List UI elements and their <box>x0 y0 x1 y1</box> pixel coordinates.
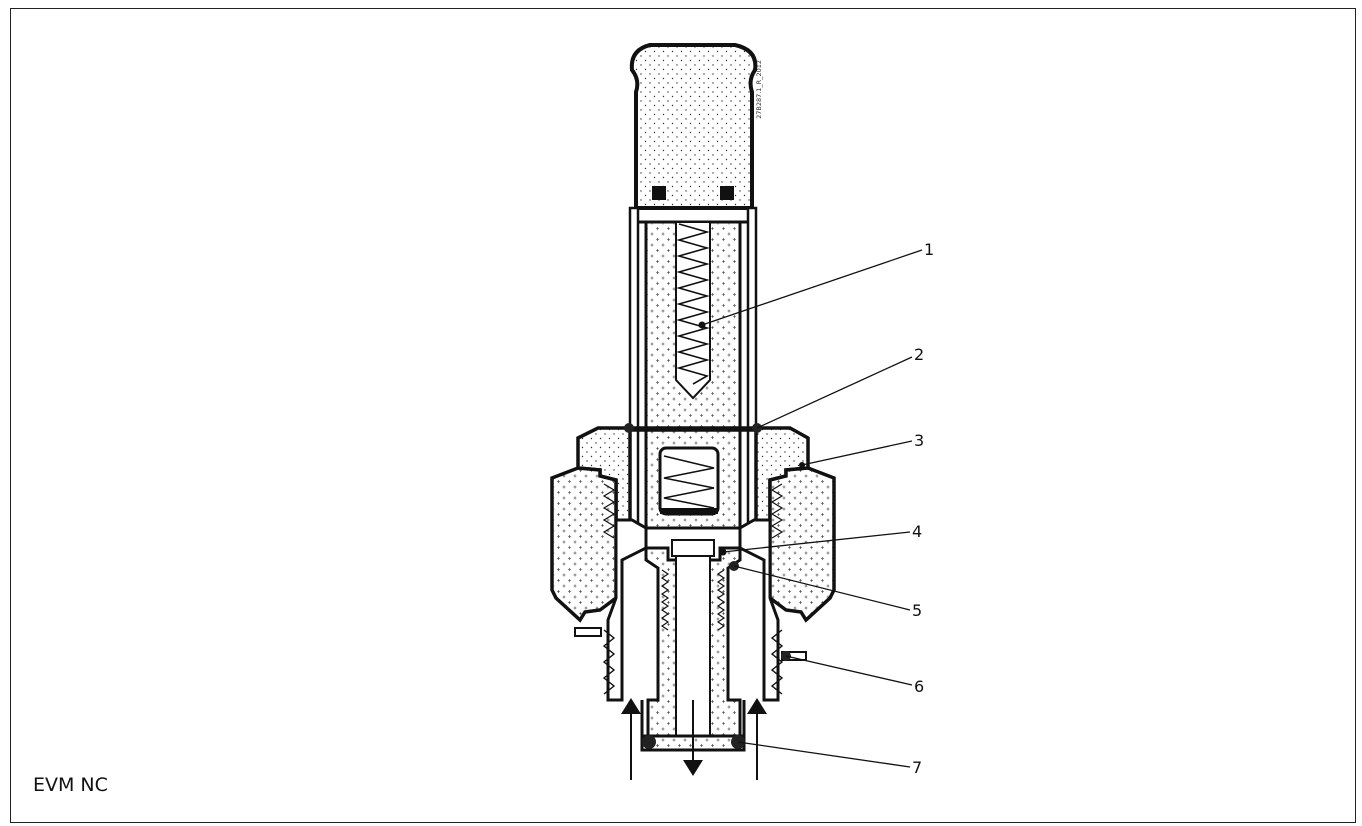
top-tab <box>0 0 285 8</box>
armature-tube-cap <box>629 43 758 224</box>
callout-5: 5 <box>912 601 922 620</box>
coupling-nut-left <box>550 466 618 623</box>
callout-6: 6 <box>914 677 924 696</box>
armature <box>644 220 742 530</box>
valve-body-right <box>738 518 807 702</box>
callout-4: 4 <box>912 522 922 541</box>
pilot-spring <box>663 455 715 509</box>
callout-labels: 1 2 3 4 5 6 7 <box>912 240 934 777</box>
callout-2: 2 <box>914 345 924 364</box>
flow-arrows <box>621 698 767 780</box>
leader-lines <box>698 249 923 768</box>
diagram-caption: EVM NC <box>33 774 108 796</box>
diagram-frame <box>10 8 1356 823</box>
callout-1: 1 <box>924 240 934 259</box>
closing-spring <box>676 223 710 385</box>
callout-7: 7 <box>912 758 922 777</box>
valve-body-left <box>574 518 648 702</box>
callout-3: 3 <box>914 431 924 450</box>
